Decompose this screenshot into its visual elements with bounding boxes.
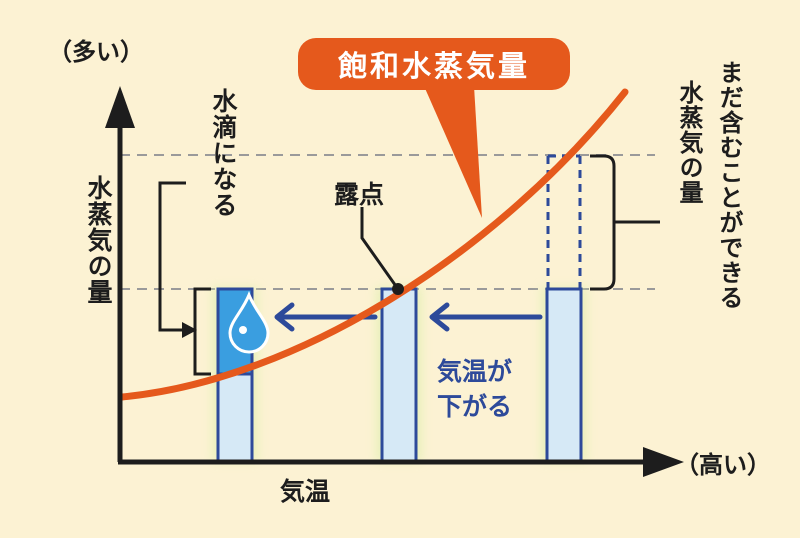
dew-point-marker: [392, 283, 404, 295]
droplet-leader: [158, 181, 186, 332]
dew-point-label: 露点: [334, 180, 385, 209]
droplet-label: 水滴になる: [209, 88, 238, 218]
temp-falls-label-line1: 気温が: [437, 357, 513, 386]
x-axis-label: 気温: [280, 477, 331, 506]
temp-falls-label-line2: 下がる: [437, 392, 513, 421]
water-drop-icon: [228, 291, 270, 354]
droplet-leader-arrowhead: [182, 322, 197, 338]
y-axis-label: 水蒸気の量: [84, 175, 113, 305]
column-middle: [380, 287, 418, 463]
axes: [117, 118, 652, 465]
y-axis-top-label: （多い）: [48, 38, 144, 66]
callout-tail: [424, 86, 482, 218]
column-right: [545, 287, 583, 463]
saturation-curve: [118, 88, 629, 401]
droplet-bracket: [193, 287, 211, 376]
y-axis-arrowhead: [105, 86, 135, 128]
x-axis-end-label: （高い）: [675, 451, 771, 479]
x-axis-arrowhead: [643, 447, 684, 477]
arrow-left-icon: [429, 302, 543, 332]
saturation-callout: 飽和水蒸気量: [298, 38, 570, 90]
remaining-label-line2: 水蒸気の量: [675, 80, 703, 205]
dew-point-leader: [360, 207, 400, 290]
remaining-bracket: [590, 154, 616, 291]
remaining-label-line1: まだ含むことができる: [715, 60, 743, 310]
